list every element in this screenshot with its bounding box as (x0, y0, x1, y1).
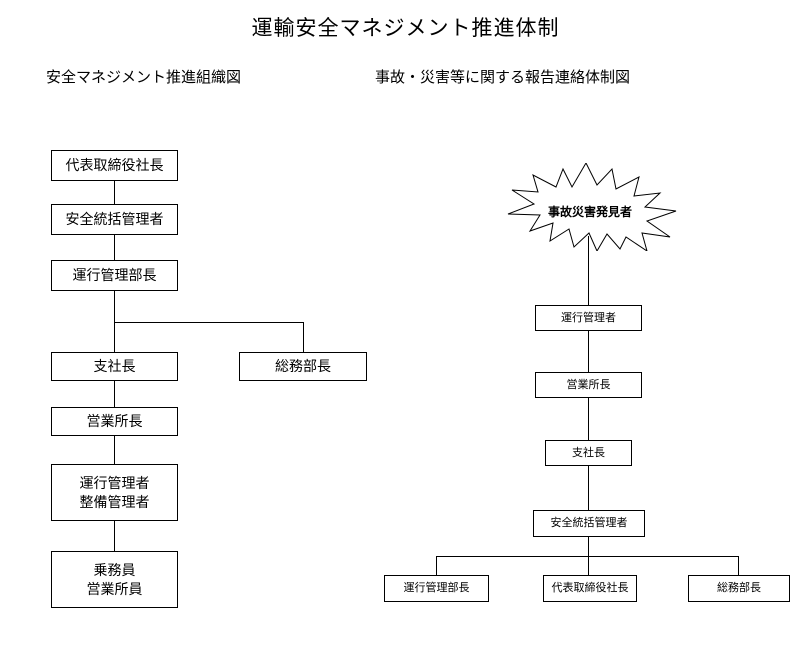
page-title: 運輸安全マネジメント推進体制 (251, 17, 560, 40)
connector-president-to-safety-manager (114, 181, 115, 204)
connector-burst-to-operation-manager (588, 236, 589, 305)
connector-bus-to-general-affairs (303, 322, 304, 352)
connector-safety-manager-to-ops-head (114, 235, 115, 260)
left-node-crew-office-staff[interactable]: 乗務員 営業所員 (51, 551, 178, 608)
left-node-operation-maintenance-managers[interactable]: 運行管理者 整備管理者 (51, 464, 178, 521)
node-label-line-2: 営業所員 (86, 580, 143, 597)
node-label-line-1: 運行管理者 (79, 474, 150, 491)
left-node-president[interactable]: 代表取締役社長 (51, 150, 178, 181)
incident-discoverer-burst[interactable]: 事故災害発見者 (500, 163, 680, 251)
connector-operation-manager-to-office-manager (588, 331, 589, 372)
connector-bus-to-operations-dept-head (436, 556, 437, 575)
connector-office-manager-to-managers (114, 436, 115, 464)
node-label: 運行管理部長 (403, 582, 470, 595)
node-label: 運行管理者 (561, 311, 616, 324)
right-chart-subtitle: 事故・災害等に関する報告連絡体制図 (375, 69, 631, 86)
node-label-line-2: 整備管理者 (79, 493, 150, 510)
node-label: 支社長 (572, 446, 605, 459)
node-label: 安全統括管理者 (550, 517, 628, 530)
left-node-office-manager[interactable]: 営業所長 (51, 407, 178, 436)
connector-branch-bus (114, 322, 304, 323)
right-node-general-affairs-head[interactable]: 総務部長 (688, 575, 790, 602)
right-node-operations-dept-head[interactable]: 運行管理部長 (384, 575, 489, 602)
node-label: 代表取締役社長 (65, 157, 164, 174)
connector-branch-to-office-manager (114, 381, 115, 407)
node-label: 代表取締役社長 (551, 582, 629, 595)
burst-label: 事故災害発見者 (547, 205, 632, 219)
left-node-general-affairs-head[interactable]: 総務部長 (239, 352, 367, 381)
left-node-operations-dept-head[interactable]: 運行管理部長 (51, 260, 178, 291)
connector-bus-to-general-affairs-head (738, 556, 739, 575)
node-label: 総務部長 (275, 358, 331, 375)
left-chart-subtitle: 安全マネジメント推進組織図 (46, 69, 242, 86)
node-label: 総務部長 (717, 582, 761, 595)
connector-branch-manager-to-safety-manager (588, 466, 589, 510)
left-node-branch-manager[interactable]: 支社長 (51, 352, 178, 381)
node-label: 運行管理部長 (72, 267, 157, 284)
connector-ops-head-to-branch-manager (114, 291, 115, 352)
right-node-office-manager[interactable]: 営業所長 (535, 372, 642, 398)
right-node-branch-manager[interactable]: 支社長 (545, 440, 632, 466)
node-label: 営業所長 (566, 378, 611, 391)
node-label: 営業所長 (86, 413, 143, 430)
connector-bottom-bus (436, 556, 739, 557)
right-node-president[interactable]: 代表取締役社長 (543, 575, 637, 602)
left-node-safety-manager[interactable]: 安全統括管理者 (51, 204, 178, 235)
node-label-line-1: 乗務員 (93, 561, 136, 578)
explosion-icon (507, 163, 677, 251)
right-node-operation-manager[interactable]: 運行管理者 (535, 305, 642, 331)
right-node-safety-manager[interactable]: 安全統括管理者 (533, 510, 645, 537)
connector-office-manager-to-branch-manager (588, 398, 589, 440)
connector-managers-to-crew (114, 521, 115, 551)
node-label: 支社長 (93, 358, 136, 375)
node-label: 安全統括管理者 (65, 211, 164, 228)
